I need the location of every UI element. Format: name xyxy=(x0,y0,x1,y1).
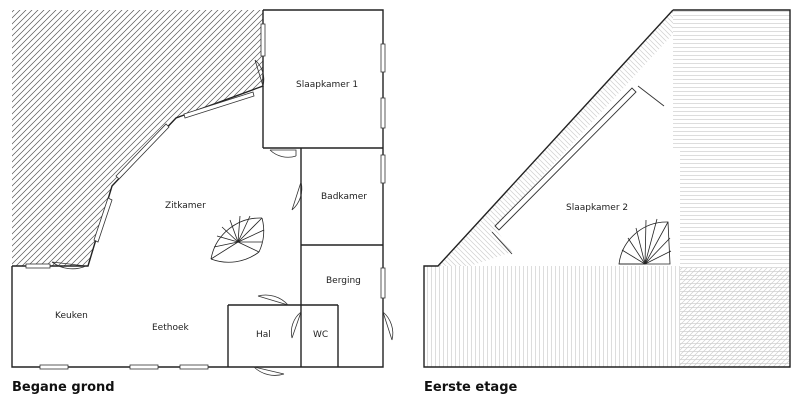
room-label-wc: WC xyxy=(313,330,328,340)
room-label-badkamer: Badkamer xyxy=(321,192,367,202)
first-floor-dormer xyxy=(491,85,665,255)
ground-spiral-stair xyxy=(210,215,265,263)
room-label-hal: Hal xyxy=(256,330,271,340)
ground-windows xyxy=(25,23,386,370)
first-floor-walls xyxy=(423,9,791,368)
roof-corner xyxy=(680,268,790,367)
room-label-keuken: Keuken xyxy=(55,311,88,321)
first-floor-plan: Slaapkamer 2 xyxy=(423,9,791,368)
room-label-berging: Berging xyxy=(326,276,361,286)
caption-eerste-etage: Eerste etage xyxy=(424,380,518,395)
caption-begane-grond: Begane grond xyxy=(12,380,115,395)
room-label-slaapkamer-1: Slaapkamer 1 xyxy=(296,80,358,90)
first-floor-spiral-stair xyxy=(618,218,672,265)
room-label-slaapkamer-2: Slaapkamer 2 xyxy=(566,203,628,213)
roof-top xyxy=(673,10,790,150)
ground-doors xyxy=(51,59,394,376)
room-label-zitkamer: Zitkamer xyxy=(165,201,206,211)
garden-hatch xyxy=(12,10,263,266)
roof-bottom xyxy=(424,266,680,367)
ground-floor-plan: Slaapkamer 1 Badkamer Zitkamer Berging K… xyxy=(11,9,394,376)
room-label-eethoek: Eethoek xyxy=(152,323,190,333)
